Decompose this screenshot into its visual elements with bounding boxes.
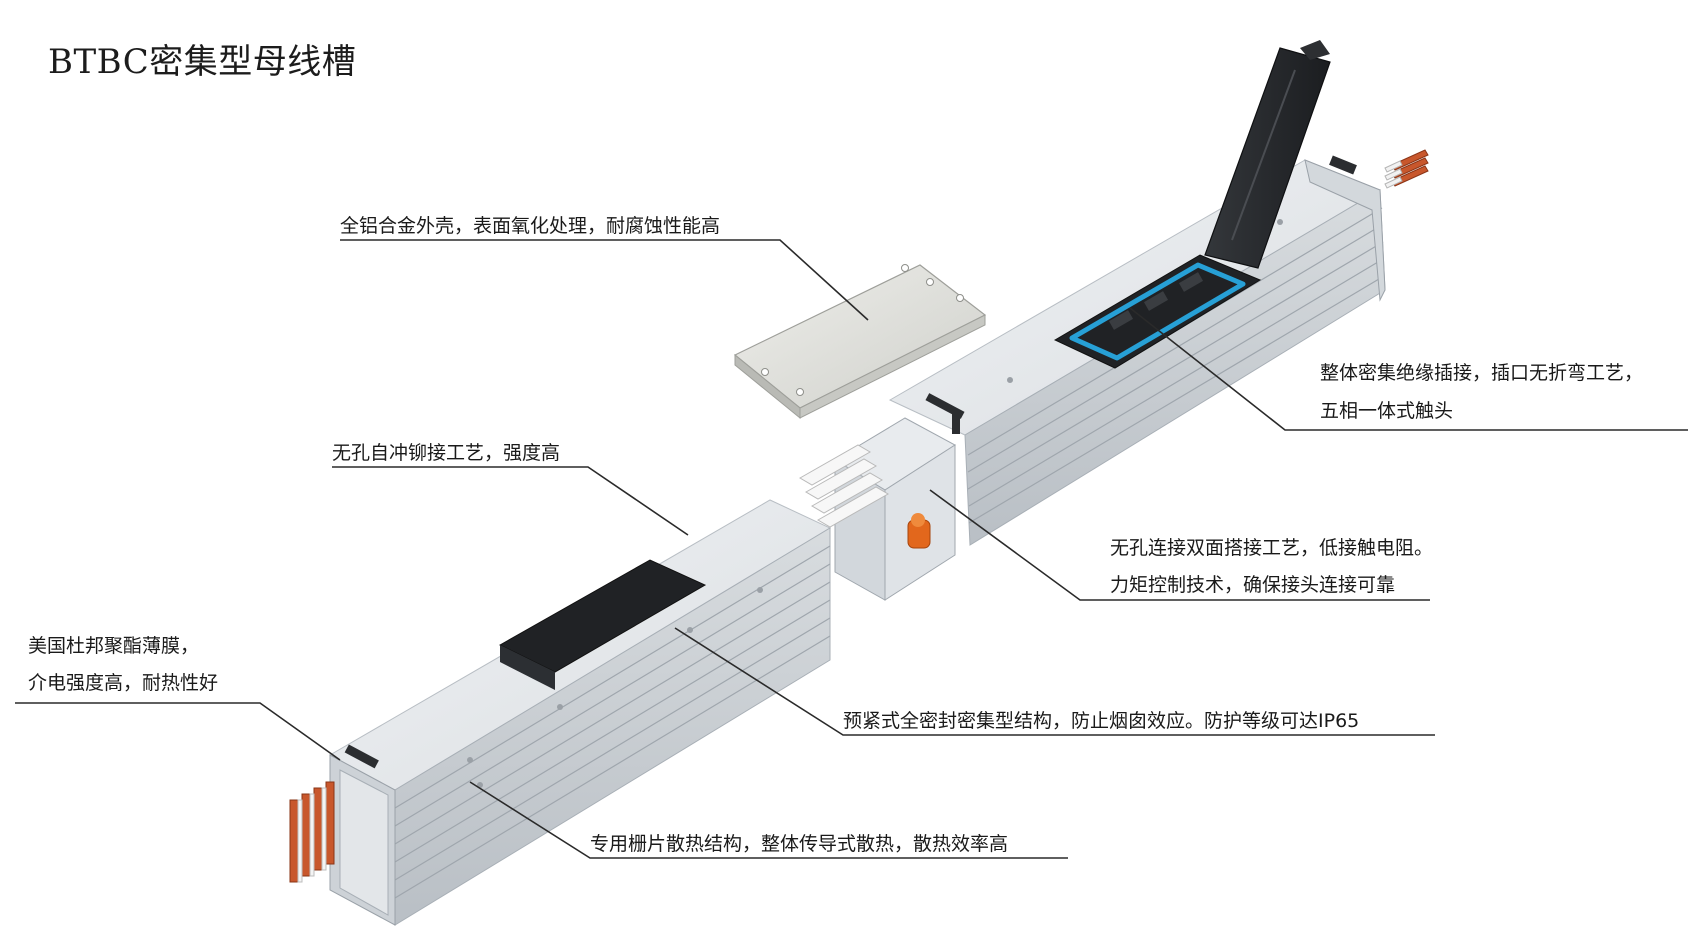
leader-seal [674,627,1435,736]
callout-plug-line2: 五相一体式触头 [1320,400,1454,422]
leader-rivet [332,466,689,536]
leader-film [15,702,341,761]
callout-seal: 预紧式全密封密集型结构，防止烟囱效应。防护等级可达IP65 [843,710,1360,732]
plug-in-unit [1053,40,1331,369]
callout-film-line1: 美国杜邦聚酯薄膜， [28,635,200,657]
leader-lines [15,239,1688,859]
leader-plug [1129,307,1688,431]
leader-joint [929,489,1430,601]
callout-fin: 专用栅片散热结构，整体传导式散热，散热效率高 [590,833,1009,855]
leader-fin [469,781,1068,859]
callout-rivet: 无孔自冲铆接工艺，强度高 [332,442,561,464]
callout-joint-line1: 无孔连接双面搭接工艺，低接触电阻。 [1110,537,1434,559]
housing-cover-plate [733,264,987,420]
leader-housing [340,239,869,321]
joint-box [798,393,965,601]
callout-film-line2: 介电强度高，耐热性好 [28,672,219,694]
busway-section-right [888,149,1429,546]
callout-joint-line2: 力矩控制技术，确保接头连接可靠 [1110,574,1396,596]
busway-section-left [289,499,832,926]
callout-plug-line1: 整体密集绝缘插接，插口无折弯工艺， [1320,362,1644,384]
callout-housing: 全铝合金外壳，表面氧化处理，耐腐蚀性能高 [340,215,721,237]
page-title: BTBC密集型母线槽 [48,42,357,82]
